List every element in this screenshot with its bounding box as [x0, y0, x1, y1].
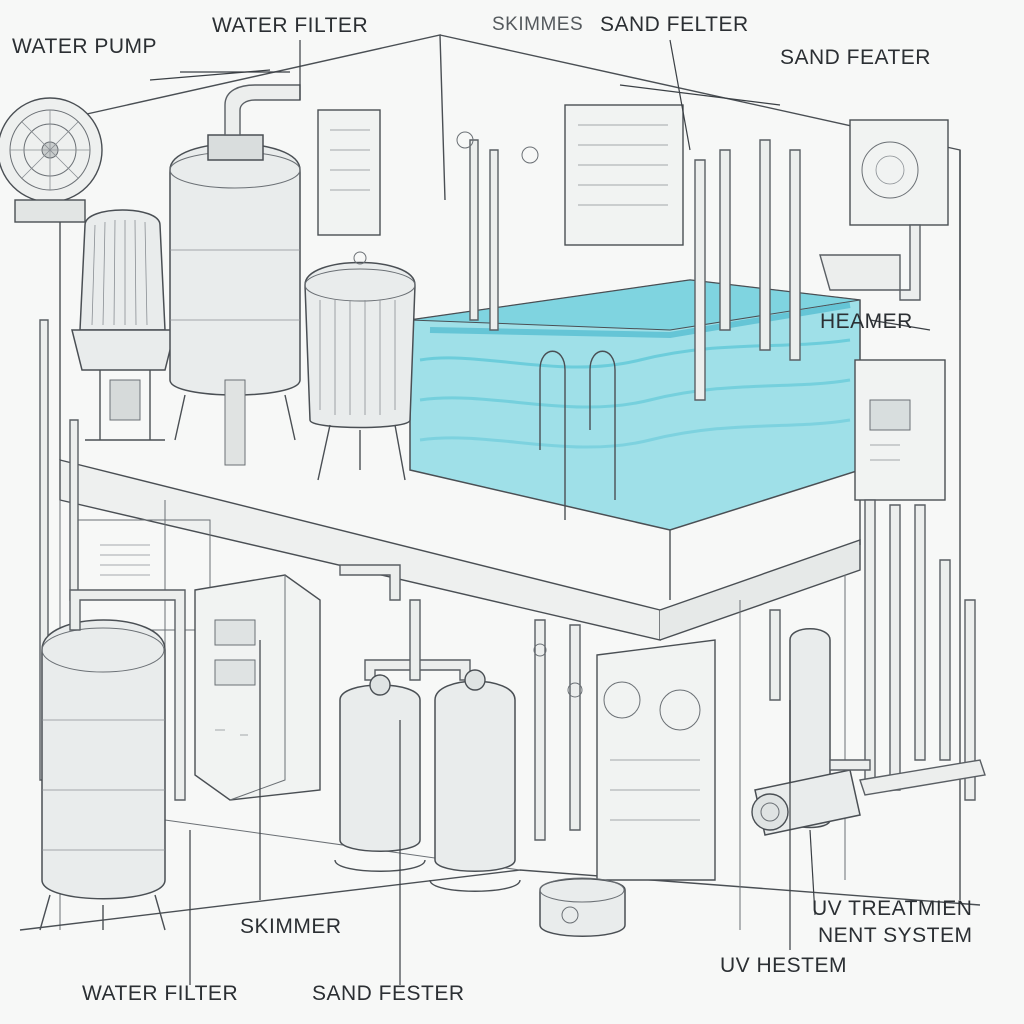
label-uv-treatment-line2: NENT SYSTEM: [818, 924, 973, 947]
fan-unit: [0, 97, 103, 223]
pool: [409, 131, 861, 600]
label-sand-feater: SAND FEATER: [780, 46, 931, 69]
uv-system: [751, 609, 871, 836]
pipes-right: [39, 319, 986, 801]
sand-filter-tank-top: [304, 251, 416, 481]
label-skimmer-bottom: SKIMMER: [240, 915, 342, 938]
label-water-filter-bottom: WATER FILTER: [82, 982, 239, 1005]
water-filter-tank-top: [169, 84, 301, 466]
label-water-pump: WATER PUMP: [12, 35, 157, 58]
water-filter-tank-bottom: [39, 589, 186, 931]
room-walls: [19, 34, 981, 931]
control-box-bottom: [194, 574, 321, 801]
middle-pipes-bottom: [409, 599, 583, 841]
label-sand-felter: SAND FELTER: [600, 13, 749, 36]
label-uv-hestem: UV HESTEM: [720, 954, 848, 977]
sand-filter-tanks-bottom: [334, 564, 521, 892]
label-sand-fester: SAND FESTER: [312, 982, 465, 1005]
label-heamer: HEAMER: [820, 310, 913, 333]
label-water-filter-top: WATER FILTER: [212, 14, 369, 37]
label-uv-treatment-line1: UV TREATMIEN: [812, 897, 973, 920]
leader-lines: [149, 39, 931, 985]
label-skimmer-top: SKIMMES: [492, 14, 584, 35]
wall-panels-upper: [317, 104, 949, 501]
cartridge-filter: [71, 209, 176, 441]
cartridge-floor: [539, 877, 626, 937]
gauge-panel-bottom: [596, 639, 716, 881]
